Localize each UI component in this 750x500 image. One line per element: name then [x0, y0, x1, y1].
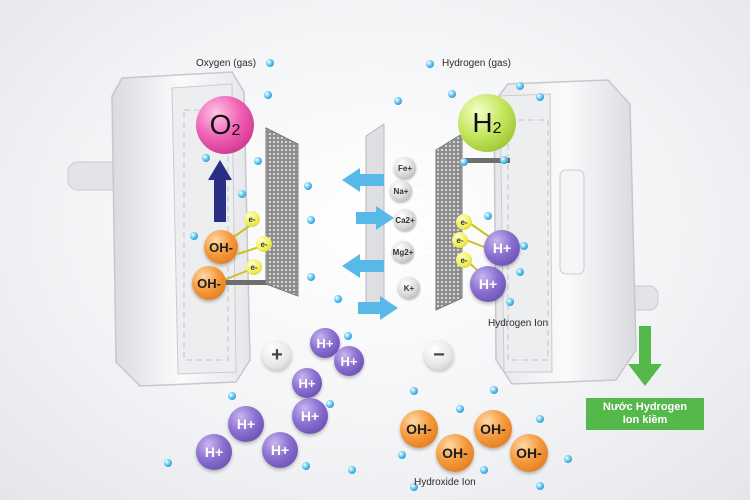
hydrogen-ion: H+ [262, 432, 298, 468]
electron: e- [244, 211, 260, 227]
hydrogen-ion: H+ [292, 398, 328, 434]
result-line-2: Ion kiềm [622, 414, 668, 426]
hydroxide-ion-label: Hydroxide Ion [414, 477, 476, 488]
alkaline-water-result-box: Nước Hydrogen Ion kiềm [586, 398, 704, 430]
electron: e- [246, 259, 262, 275]
iron-ion: Fe+ [394, 157, 416, 179]
hydrogen-ion: H+ [228, 406, 264, 442]
electron: e- [456, 214, 472, 230]
electron: e- [452, 232, 468, 248]
sodium-ion: Na+ [390, 180, 412, 202]
hydrogen-gas-label: Hydrogen (gas) [442, 58, 511, 69]
hydrogen-ion: H+ [334, 346, 364, 376]
electron: e- [256, 236, 272, 252]
potassium-ion: K+ [398, 277, 420, 299]
anode-mesh [265, 127, 299, 297]
hydroxide-ion: OH- [400, 410, 438, 448]
hydroxide-ion: OH- [204, 230, 238, 264]
ion-flow-arrows [342, 168, 398, 320]
cathode-mesh [435, 133, 463, 311]
hydroxide-ion: OH- [192, 266, 226, 300]
minus-sign: − [424, 340, 454, 370]
electron: e- [456, 252, 472, 268]
hydrogen-ion: H+ [196, 434, 232, 470]
hydrogen-ion: H+ [470, 266, 506, 302]
hydrogen-ion: H+ [484, 230, 520, 266]
cathode-housing [493, 79, 659, 385]
h2-symbol: H [472, 107, 493, 138]
o2-subscript: 2 [231, 122, 241, 139]
magnesium-ion: Mg2+ [392, 241, 414, 263]
hydroxide-ion: OH- [436, 434, 474, 472]
anode-rod [224, 280, 292, 285]
oxygen-gas-label: Oxygen (gas) [196, 58, 257, 69]
result-down-arrow [628, 326, 662, 386]
h2-subscript: 2 [492, 120, 502, 137]
hydrogen-ion-label: Hydrogen Ion [488, 318, 549, 329]
o2-symbol: O [209, 109, 232, 140]
metal-ion-arrows [414, 167, 434, 289]
plus-sign: + [262, 340, 292, 370]
calcium-ion: Ca2+ [394, 209, 416, 231]
result-line-1: Nước Hydrogen [602, 401, 688, 413]
o2-rise-arrow [208, 160, 232, 222]
cathode-rod [452, 158, 510, 163]
hydrogen-ion: H+ [292, 368, 322, 398]
hydroxide-ion: OH- [474, 410, 512, 448]
hydroxide-ion: OH- [510, 434, 548, 472]
